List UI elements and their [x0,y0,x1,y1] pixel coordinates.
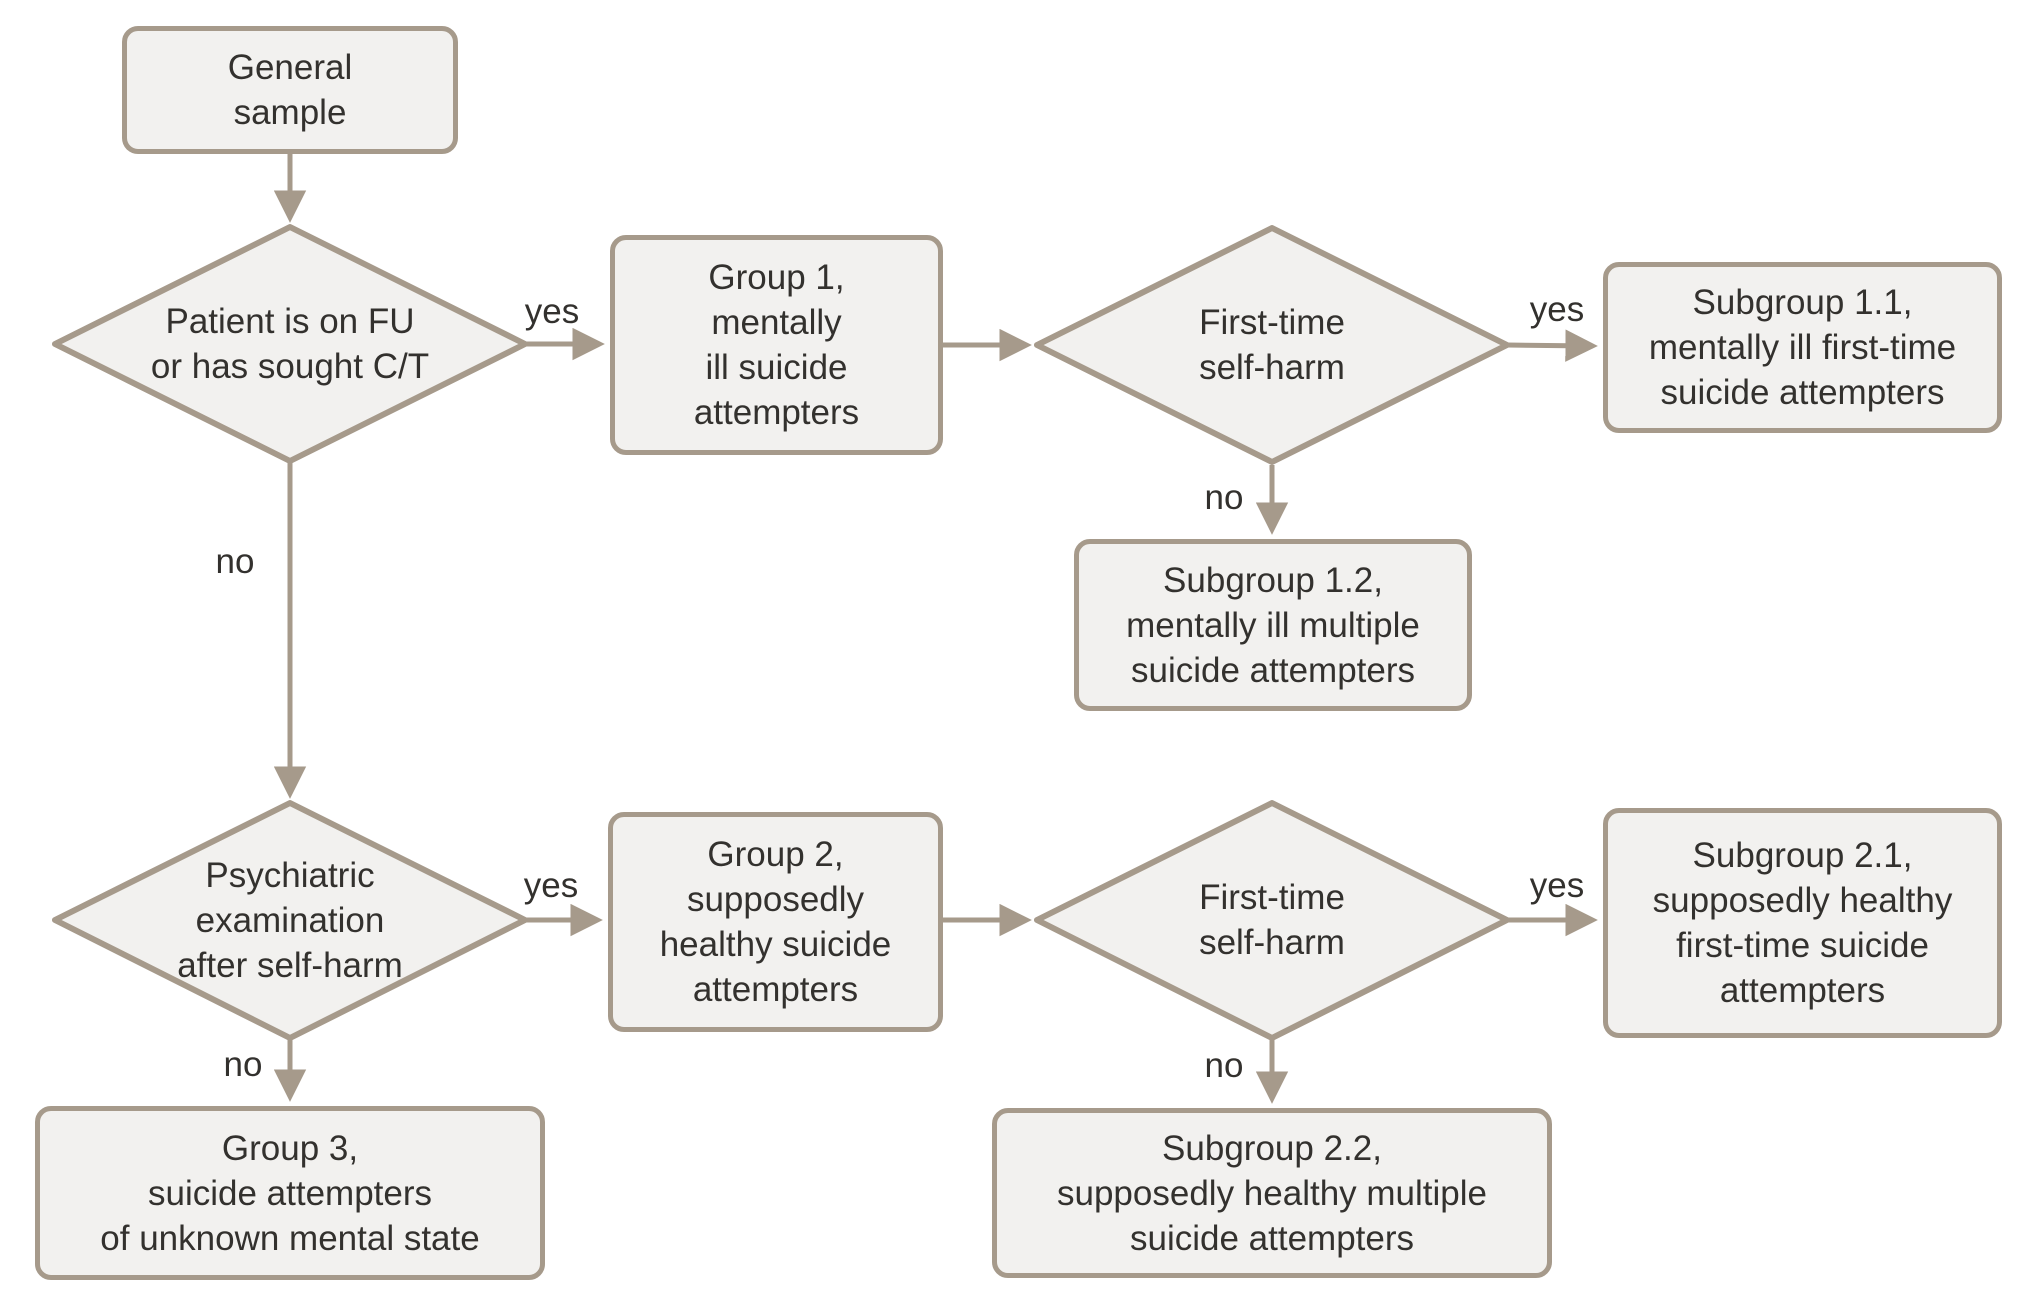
edge-label-firsttime2-no: no [1204,1046,1244,1085]
node-general-sample: General sample [122,26,458,154]
node-line: supposedly healthy multiple [1057,1173,1487,1213]
node-line: ill suicide [705,348,848,387]
node-line: Group 3, [221,1128,359,1168]
node-line: suicide attempters [1129,1218,1415,1258]
edge-label-psych-no: no [223,1045,263,1084]
node-subgroup-2-1: Subgroup 2.1, supposedly healthy first-t… [1603,808,2002,1038]
node-line: sample [233,93,347,132]
node-line: supposedly [686,880,865,919]
edge-label-firsttime1-no: no [1204,478,1244,517]
edge-label-firsttime1-yes: yes [1529,290,1585,329]
node-line: mentally [711,303,842,342]
node-line: Subgroup 1.2, [1163,560,1383,600]
node-subgroup-2-2: Subgroup 2.2, supposedly healthy multipl… [992,1108,1552,1278]
edge-label-firsttime2-yes: yes [1529,866,1585,905]
node-line: supposedly healthy [1652,881,1953,920]
node-line: attempters [693,393,860,432]
node-line: General [227,48,353,87]
edge-label-psych-yes: yes [523,866,579,905]
node-line: mentally ill multiple [1126,605,1420,645]
node-line: suicide attempters [1660,373,1945,412]
node-line: first-time suicide [1676,926,1929,965]
arrow-firsttime1-yes-to-subgroup11 [1506,329,1598,362]
node-line: suicide attempters [1130,650,1416,690]
node-group3: Group 3, suicide attempters of unknown m… [35,1106,545,1280]
node-group1: Group 1, mentally ill suicide attempters [610,235,943,455]
node-line: Group 2, [707,835,844,874]
decision-patient-fu-ct-shape [52,224,528,464]
edge-label-fu-yes: yes [524,292,580,331]
node-line: attempters [1719,971,1886,1010]
node-line: Subgroup 2.1, [1692,836,1913,875]
decision-first-time-1-shape [1034,225,1510,465]
node-line: healthy suicide [659,925,892,964]
decision-psych-exam-shape [52,800,528,1041]
node-line: of unknown mental state [100,1218,480,1258]
node-line: Subgroup 1.1, [1692,283,1913,322]
node-line: Subgroup 2.2, [1162,1128,1382,1168]
edge-label-fu-no: no [215,542,255,581]
node-line: Group 1, [708,258,845,297]
decision-first-time-2-shape [1034,800,1510,1041]
node-line: mentally ill first-time [1648,328,1957,367]
node-line: attempters [692,970,859,1009]
node-subgroup-1-2: Subgroup 1.2, mentally ill multiple suic… [1074,539,1472,711]
node-line: suicide attempters [147,1173,433,1213]
node-subgroup-1-1: Subgroup 1.1, mentally ill first-time su… [1603,262,2002,433]
node-group2: Group 2, supposedly healthy suicide atte… [608,812,943,1032]
